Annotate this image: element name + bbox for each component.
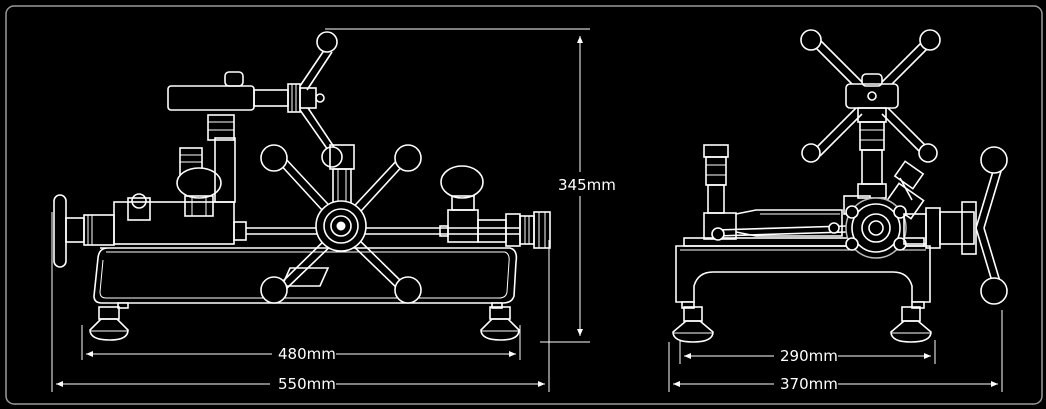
- side-overall-width-dimension: 370mm: [668, 310, 1003, 393]
- height-dimension: 345mm: [325, 28, 616, 343]
- side-top-handwheel: [800, 29, 941, 199]
- front-base: [93, 247, 518, 309]
- front-center-handwheel: [260, 144, 422, 304]
- dim-side-inner-label: 290mm: [780, 347, 838, 365]
- side-right-handwheel: [975, 146, 1008, 305]
- side-left-column: [703, 144, 737, 240]
- side-foot-left: [672, 306, 714, 343]
- front-left-knob: [176, 147, 222, 217]
- front-inner-width-dimension: 480mm: [81, 325, 521, 363]
- front-pump-body: [113, 193, 520, 245]
- front-right-fitting: [505, 211, 551, 249]
- side-valve-cluster: [843, 160, 977, 259]
- dim-side-overall-label: 370mm: [780, 375, 838, 393]
- front-overall-width-dimension: 550mm: [51, 212, 550, 393]
- front-right-knob: [439, 165, 507, 243]
- drawing-frame: [5, 5, 1043, 405]
- front-foot-left: [89, 306, 129, 341]
- front-view: [53, 31, 551, 341]
- front-foot-right: [480, 306, 520, 341]
- side-foot-right: [890, 306, 932, 343]
- side-inner-width-dimension: 290mm: [679, 340, 936, 365]
- dim-height-label: 345mm: [558, 176, 616, 194]
- front-left-handwheel: [53, 194, 115, 268]
- side-view: [672, 29, 1008, 343]
- front-top-handle: [167, 71, 325, 203]
- dim-front-overall-label: 550mm: [278, 375, 336, 393]
- dim-front-inner-label: 480mm: [278, 345, 336, 363]
